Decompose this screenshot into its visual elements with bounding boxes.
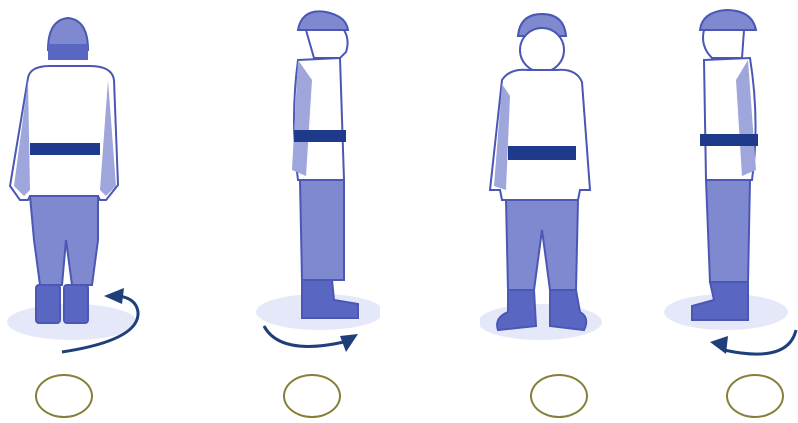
belt [508,146,576,160]
belt [700,134,758,146]
trousers [706,180,750,282]
soldier-left-profile-view [660,0,798,360]
turn-arrow [724,330,796,354]
answer-circle-1[interactable] [35,374,93,418]
boot-left [36,285,60,323]
answer-circle-2[interactable] [283,374,341,418]
soldier-front-view [480,0,610,360]
boot-right [64,285,88,323]
arrow-head [104,288,124,304]
arrow-head [710,336,728,354]
face [520,28,564,72]
belt [30,143,100,155]
arrow-head [340,334,358,352]
trousers [30,196,98,285]
soldier-back-view [0,0,200,360]
cap [700,10,756,30]
trousers [300,180,344,280]
trousers [506,200,578,290]
answer-circle-3[interactable] [530,374,588,418]
answer-circle-4[interactable] [726,374,784,418]
belt [294,130,346,142]
soldier-right-profile-view [240,0,380,360]
cap [298,11,348,30]
face [306,30,348,58]
face [703,30,744,58]
